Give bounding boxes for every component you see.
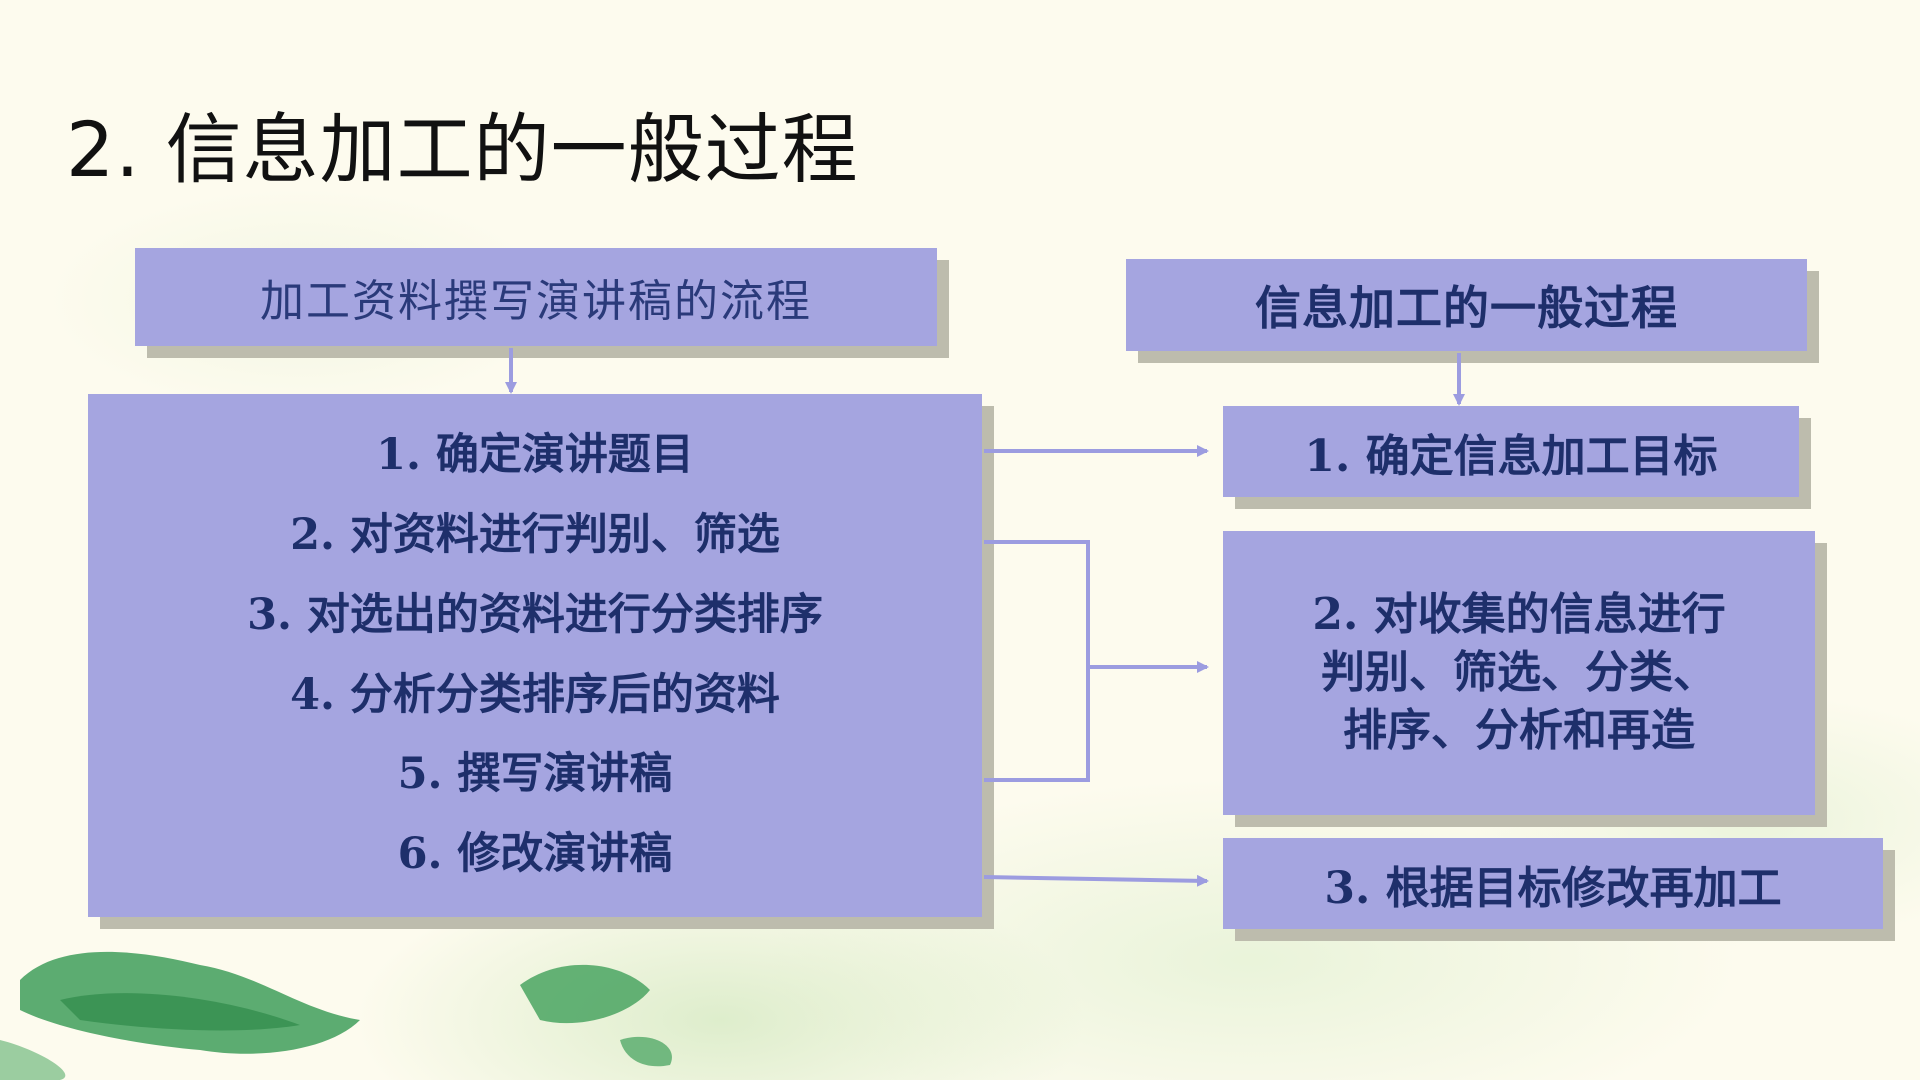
right-flow-header: 信息加工的一般过程: [1126, 259, 1807, 351]
left-flow-header: 加工资料撰写演讲稿的流程: [135, 248, 937, 346]
left-step-4: 4. 分析分类排序后的资料: [290, 669, 780, 720]
page-title: 2. 信息加工的一般过程: [66, 105, 859, 194]
process-step-2-line-2: 判别、筛选、分类、: [1320, 646, 1717, 698]
arrow-step-6-link: [983, 874, 1209, 887]
left-step-2: 2. 对资料进行判别、筛选: [290, 510, 780, 560]
bracket-steps-2-5: [984, 540, 1090, 782]
left-step-5: 5. 撰写演讲稿: [397, 749, 673, 800]
left-flow-steps-box: 1. 确定演讲题目 2. 对资料进行判别、筛选 3. 对选出的资料进行分类排序 …: [88, 394, 982, 917]
process-step-1: 1. 确定信息加工目标: [1223, 406, 1799, 497]
process-step-3-text: 3. 根据目标修改再加工: [1324, 862, 1782, 914]
process-step-2: 2. 对收集的信息进行 判别、筛选、分类、 排序、分析和再造: [1223, 531, 1815, 815]
process-step-2-line-1: 2. 对收集的信息进行: [1312, 588, 1726, 640]
process-step-2-line-3: 排序、分析和再造: [1342, 705, 1695, 757]
left-step-6: 6. 修改演讲稿: [397, 829, 673, 880]
left-step-3: 3. 对选出的资料进行分类排序: [247, 589, 823, 640]
process-step-1-text: 1. 确定信息加工目标: [1304, 430, 1718, 482]
left-step-1: 1. 确定演讲题目: [376, 430, 694, 481]
process-step-3: 3. 根据目标修改再加工: [1223, 838, 1883, 929]
